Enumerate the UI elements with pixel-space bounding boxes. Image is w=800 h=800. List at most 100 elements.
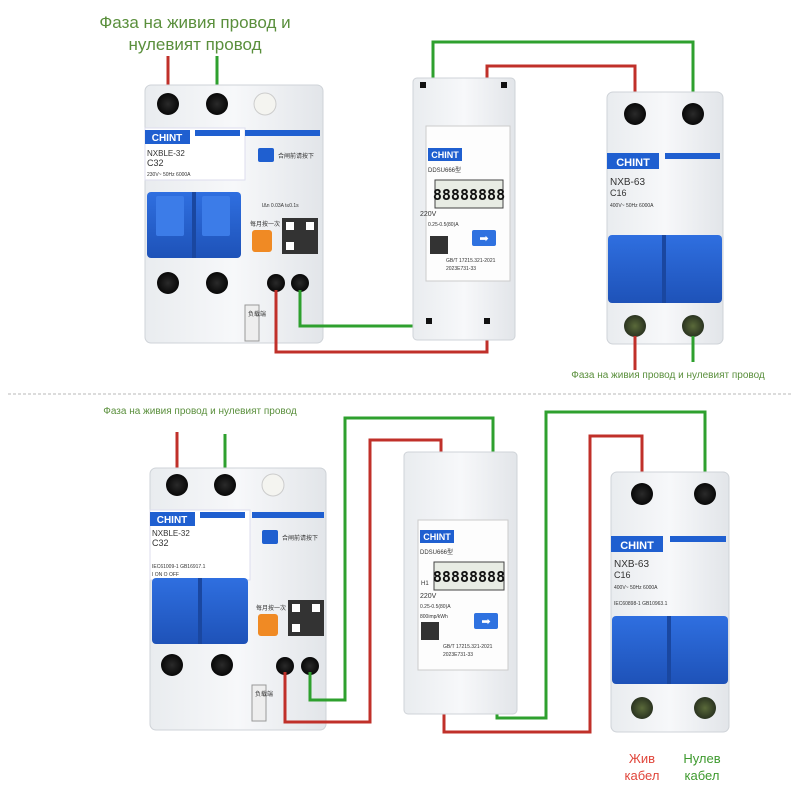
top-meter-arrow-icon: ➡ — [479, 233, 488, 245]
bottom-rcbo-screw-n1 — [214, 474, 236, 496]
bottom-rcbo-reset-button[interactable] — [262, 530, 278, 544]
top-rcbo-out-n — [291, 274, 309, 292]
top-meter-brand: CHINT — [431, 150, 459, 160]
bottom-mcb-screw-out-n — [694, 697, 716, 719]
top-rcbo-test-button[interactable] — [252, 230, 272, 252]
top-rcbo-reset-note: 合闸前请按下 — [278, 152, 314, 160]
top-meter-current: 0.25-0.5(80)A — [428, 222, 459, 228]
bottom-meter-page-button[interactable] — [474, 613, 498, 629]
bottom-meter-qr — [421, 622, 439, 640]
bottom-mcb-volts: 400V~ 50Hz 6000A — [614, 585, 658, 591]
top-meter-neutral-in — [431, 40, 695, 100]
top-mcb-screw-in-n — [682, 103, 704, 125]
bottom-rcbo-brand: CHINT — [157, 515, 188, 526]
bottom-rcbo-monthly-test: 每月按一次 — [256, 604, 286, 612]
top-mcb-volts: 400V~ 50Hz 6000A — [610, 203, 654, 209]
bottom-rcbo-screw-n2 — [211, 654, 233, 676]
bottom-meter-standard: GB/T 17215.321-2021 — [443, 644, 493, 650]
bottom-meter-h1: H1 — [421, 581, 429, 587]
top-rcbo: CHINT NXBLE-32 C32 230V~ 50Hz 6000A 合闸前请… — [144, 84, 324, 344]
top-rcbo-reset-button[interactable] — [258, 148, 274, 162]
bottom-rcbo-on-off: I ON O OFF — [152, 572, 179, 578]
bottom-meter-to-mcb-neutral — [495, 410, 707, 720]
top-meter-standard: GB/T 17215.321-2021 — [446, 258, 496, 264]
top-mcb-rating: C16 — [610, 188, 627, 198]
top-rcbo-test-knob — [253, 92, 277, 116]
top-rcbo-screw-n2 — [206, 272, 228, 294]
bottom-rcbo-reset-note: 合闸前请按下 — [282, 534, 318, 542]
bottom-meter-lcd — [433, 561, 505, 591]
bottom-panel: Фаза на живия провод и нулевият провод C… — [103, 406, 730, 783]
bottom-mcb-screw-in-n — [694, 483, 716, 505]
bottom-rcbo-test-button[interactable] — [258, 614, 278, 636]
top-meter-model: DDSU666型 — [428, 166, 461, 174]
top-meter-page-button[interactable] — [472, 230, 496, 246]
top-mcb-screw-in-l — [624, 103, 646, 125]
top-panel: Фаза на живия провод и нулевият провод C… — [99, 13, 765, 381]
top-mcb-brand: CHINT — [616, 157, 650, 169]
bottom-mcb: CHINT NXB-63 C16 400V~ 50Hz 6000A IEC608… — [610, 471, 730, 733]
bottom-meter-model: DDSU666型 — [420, 548, 453, 556]
top-rcbo-screw-n1 — [206, 93, 228, 115]
bottom-mcb-screw-in-l — [631, 483, 653, 505]
top-meter-live-out — [274, 290, 489, 354]
bottom-rcbo-load-side: 负载端 — [255, 690, 273, 698]
bottom-rcbo-model: NXBLE-32 — [152, 529, 190, 538]
top-energy-meter: CHINT DDSU666型 88888888 220V 0.25-0.5(80… — [412, 77, 516, 341]
top-caption-line1: Фаза на живия провод и — [99, 13, 290, 32]
top-meter-cert: 2023E731-33 — [446, 266, 476, 272]
bottom-mcb-screw-out-l — [631, 697, 653, 719]
bottom-rcbo-test-knob — [261, 473, 285, 497]
bottom-rcbo-out-l — [276, 657, 294, 675]
top-rcbo-brand: CHINT — [152, 133, 183, 144]
bottom-energy-meter: CHINT DDSU666型 88888888 H1 220V 0.25-0.5… — [403, 451, 518, 715]
bottom-meter-cert: 2023E731-33 — [443, 652, 473, 658]
bottom-meter-voltage: 220V — [420, 593, 437, 600]
top-caption-line2: нулевият провод — [128, 35, 261, 54]
bottom-mcb-rating: C16 — [614, 570, 631, 580]
bottom-rcbo-screw-l1 — [166, 474, 188, 496]
top-meter-qr — [430, 236, 448, 254]
top-rcbo-out-l — [267, 274, 285, 292]
bottom-rcbo-to-meter-neutral — [308, 416, 495, 702]
top-rcbo-specs: IΔn 0.03A t≤0.1s — [262, 203, 299, 209]
top-rcbo-screw-l1 — [157, 93, 179, 115]
top-meter-lcd — [434, 179, 504, 209]
live-cable-label-2: кабел — [625, 768, 660, 783]
top-rcbo-monthly-test: 每月按一次 — [250, 220, 280, 228]
neutral-cable-label-1: Нулев — [683, 751, 720, 766]
top-meter-live-in — [485, 64, 637, 100]
bottom-meter-imp: 800imp/kWh — [420, 614, 448, 620]
top-mcb-screw-out-l — [624, 315, 646, 337]
bottom-meter-to-mcb-live — [442, 434, 644, 734]
bottom-rcbo-out-n — [301, 657, 319, 675]
top-rcbo-screw-l2 — [157, 272, 179, 294]
bottom-mcb-brand: CHINT — [620, 540, 654, 552]
live-cable-label-1: Жив — [629, 751, 655, 766]
top-rcbo-model: NXBLE-32 — [147, 149, 185, 158]
bottom-meter-arrow-icon: ➡ — [481, 616, 490, 628]
top-mcb-screw-out-n — [682, 315, 704, 337]
top-meter-display: 88888888 — [433, 186, 505, 204]
top-mcb-model: NXB-63 — [610, 177, 645, 188]
bottom-mcb-model: NXB-63 — [614, 559, 649, 570]
bottom-meter-current: 0.25-0.5(80)A — [420, 604, 451, 610]
top-rcbo-volts: 230V~ 50Hz 6000A — [147, 172, 191, 178]
top-rcbo-rating: C32 — [147, 158, 164, 168]
bottom-rcbo: CHINT NXBLE-32 C32 IEC61009-1 GB16917.1 … — [149, 467, 327, 731]
bottom-rcbo-screw-l2 — [161, 654, 183, 676]
top-meter-neutral-out — [298, 290, 432, 328]
right-caption: Фаза на живия провод и нулевият провод — [571, 370, 765, 381]
top-mcb: CHINT NXB-63 C16 400V~ 50Hz 6000A — [606, 91, 724, 345]
bottom-mcb-standard: IEC60898-1 GB10963.1 — [614, 601, 668, 607]
bottom-caption: Фаза на живия провод и нулевият провод — [103, 406, 297, 417]
bottom-rcbo-to-meter-live — [283, 438, 443, 724]
bottom-rcbo-rating: C32 — [152, 538, 169, 548]
bottom-meter-brand: CHINT — [423, 532, 451, 542]
bottom-meter-display: 88888888 — [433, 568, 505, 586]
neutral-cable-label-2: кабел — [685, 768, 720, 783]
top-meter-voltage: 220V — [420, 211, 437, 218]
top-rcbo-load-side: 负载端 — [248, 310, 266, 318]
bottom-rcbo-standard: IEC61009-1 GB16917.1 — [152, 564, 206, 570]
